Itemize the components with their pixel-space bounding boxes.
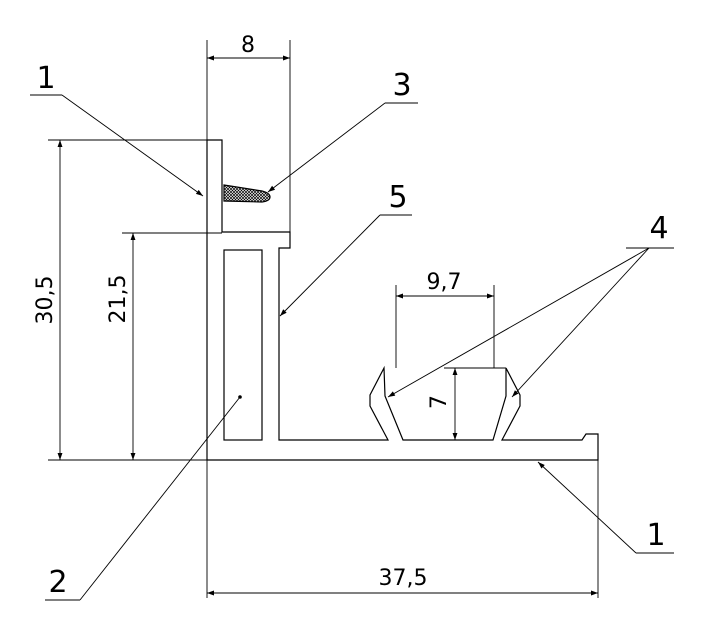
dim-total-height: 30,5 bbox=[33, 276, 58, 325]
dim-groove-depth: 7 bbox=[427, 395, 452, 409]
dim-top-width: 8 bbox=[241, 33, 255, 58]
cavity-leader-dot bbox=[238, 395, 242, 399]
callout-5: 5 bbox=[388, 180, 407, 215]
callout-1-bottom: 1 bbox=[646, 518, 665, 553]
seal-strip bbox=[223, 184, 271, 203]
callout-1-top: 1 bbox=[36, 61, 55, 96]
callout-3: 3 bbox=[392, 68, 411, 103]
dim-inner-height: 21,5 bbox=[106, 275, 131, 324]
dimension-lines bbox=[57, 55, 598, 596]
inner-cavity bbox=[223, 249, 263, 441]
profile-outline bbox=[206, 139, 599, 461]
dim-groove-width: 9,7 bbox=[427, 270, 462, 295]
dim-total-width: 37,5 bbox=[379, 566, 428, 591]
callout-2: 2 bbox=[48, 565, 67, 600]
callout-4: 4 bbox=[649, 211, 668, 246]
leader-lines bbox=[30, 94, 674, 601]
